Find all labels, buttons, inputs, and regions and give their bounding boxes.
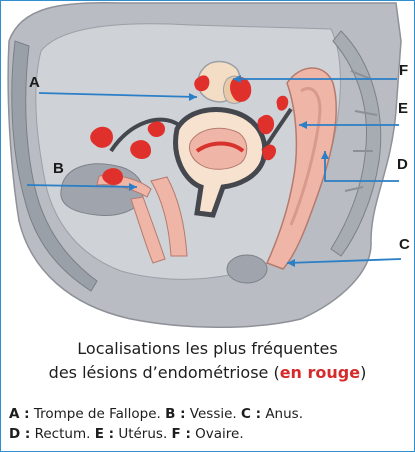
legend-value: Anus.	[261, 406, 303, 422]
anus	[227, 255, 267, 283]
label-b: B	[53, 161, 64, 176]
label-a: A	[29, 75, 40, 90]
legend-value: Trompe de Fallope.	[30, 406, 166, 422]
legend-key: E :	[95, 426, 114, 442]
legend-key: A :	[9, 406, 30, 422]
legend: A : Trompe de Fallope. B : Vessie. C : A…	[9, 404, 409, 444]
legend-key: F :	[172, 426, 191, 442]
caption-suffix: )	[360, 363, 366, 382]
label-d: D	[397, 157, 408, 172]
caption-line-2: des lésions d’endométriose (en rouge)	[1, 361, 414, 385]
anatomy-figure: A B C D E F	[1, 1, 414, 331]
label-e: E	[398, 101, 408, 116]
label-c: C	[399, 237, 410, 252]
legend-value: Rectum.	[30, 426, 94, 442]
figure-caption: Localisations les plus fréquentes des lé…	[1, 337, 414, 385]
label-f: F	[399, 63, 408, 78]
legend-key: D :	[9, 426, 30, 442]
caption-line-1: Localisations les plus fréquentes	[1, 337, 414, 361]
legend-row-2: D : Rectum. E : Utérus. F : Ovaire.	[9, 424, 409, 444]
caption-highlight: en rouge	[280, 363, 360, 382]
legend-value: Vessie.	[186, 406, 242, 422]
legend-key: C :	[241, 406, 261, 422]
legend-value: Utérus.	[114, 426, 172, 442]
legend-row-1: A : Trompe de Fallope. B : Vessie. C : A…	[9, 404, 409, 424]
legend-key: B :	[165, 406, 185, 422]
caption-prefix: des lésions d’endométriose (	[49, 363, 280, 382]
legend-value: Ovaire.	[191, 426, 244, 442]
